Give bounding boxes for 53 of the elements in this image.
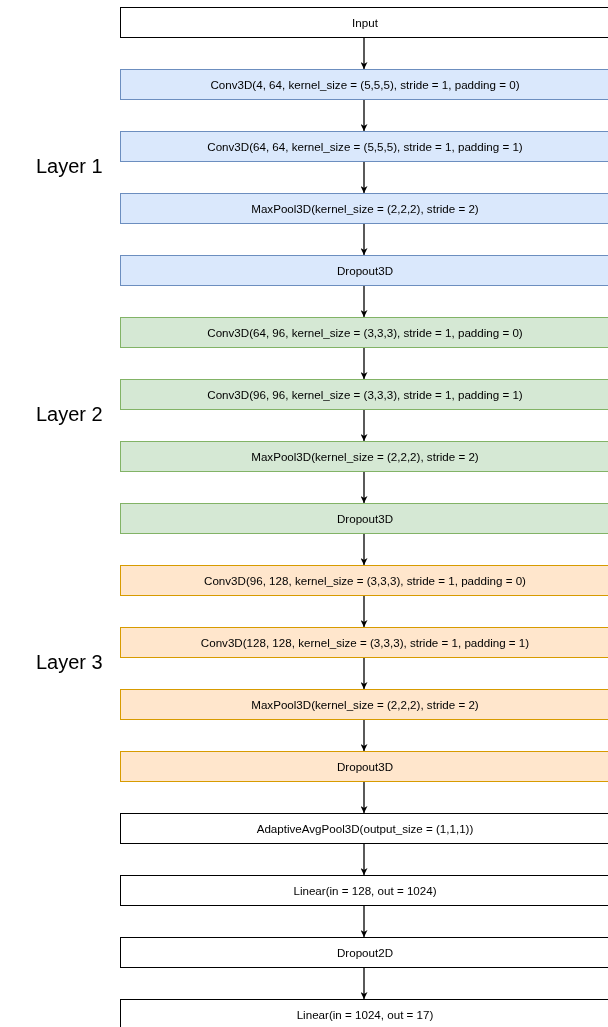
arrow — [360, 781, 368, 814]
layer-label: Layer 2 — [36, 403, 103, 426]
arrow — [360, 719, 368, 752]
layer-box — [120, 131, 608, 162]
arrow — [360, 223, 368, 256]
arrow — [360, 285, 368, 318]
arrow — [360, 967, 368, 1000]
layer-text: Conv3D(64, 64, kernel_size = (5,5,5), stride = 1, padding = 1) — [207, 140, 523, 153]
layer-text: Conv3D(64, 96, kernel_size = (3,3,3), stride = 1, padding = 0) — [207, 326, 523, 339]
layer-box — [120, 689, 608, 720]
arrow — [360, 657, 368, 690]
layer-text: AdaptiveAvgPool3D(output_size = (1,1,1)) — [256, 822, 474, 835]
layer-box — [120, 565, 608, 596]
layer-text: Conv3D(96, 96, kernel_size = (3,3,3), stride = 1, padding = 1) — [207, 388, 523, 401]
arrow — [360, 595, 368, 628]
layer-text: Linear(in = 1024, out = 17) — [296, 1007, 434, 1021]
layer-box — [120, 627, 608, 658]
arrow — [360, 347, 368, 380]
arrow — [360, 37, 368, 70]
layer-box — [120, 193, 608, 224]
layer-text: Dropout3D — [336, 264, 394, 277]
layer-text: MaxPool3D(kernel_size = (2,2,2), stride = 2) — [251, 202, 479, 215]
layer-box — [120, 255, 608, 286]
layer-text: Conv3D(4, 64, kernel_size = (5,5,5), stride = 1, padding = 0) — [210, 78, 520, 91]
layer-box — [120, 937, 608, 968]
layer-text: Conv3D(128, 128, kernel_size = (3,3,3), stride = 1, padding = 1) — [200, 636, 530, 649]
layer-text: Linear(in = 128, out = 1024) — [293, 884, 437, 897]
arrow — [360, 905, 368, 938]
layer-text: Dropout3D — [336, 512, 394, 525]
arrow — [360, 99, 368, 132]
arrow — [360, 533, 368, 566]
arrow — [360, 409, 368, 442]
layer-text: MaxPool3D(kernel_size = (2,2,2), stride = 2) — [251, 698, 479, 711]
layer-box — [120, 503, 608, 534]
layer-box — [120, 379, 608, 410]
layer-text: Input — [352, 16, 378, 29]
layer-text: Dropout2D — [336, 946, 394, 959]
arrow — [360, 471, 368, 504]
layer-text: MaxPool3D(kernel_size = (2,2,2), stride = 2) — [251, 450, 479, 463]
layer-box — [120, 317, 608, 348]
layer-box — [120, 69, 608, 100]
layer-box — [120, 999, 608, 1027]
layer-label: Layer 3 — [36, 651, 103, 674]
arrow — [360, 161, 368, 194]
layer-box — [120, 875, 608, 906]
layer-box — [120, 813, 608, 844]
layer-box — [120, 441, 608, 472]
layer-text: Conv3D(96, 128, kernel_size = (3,3,3), stride = 1, padding = 0) — [204, 574, 526, 587]
layer-label: Layer 1 — [36, 155, 103, 178]
input-box — [120, 7, 608, 38]
layer-text: Dropout3D — [336, 760, 394, 773]
arrow — [360, 843, 368, 876]
layer-box — [120, 751, 608, 782]
